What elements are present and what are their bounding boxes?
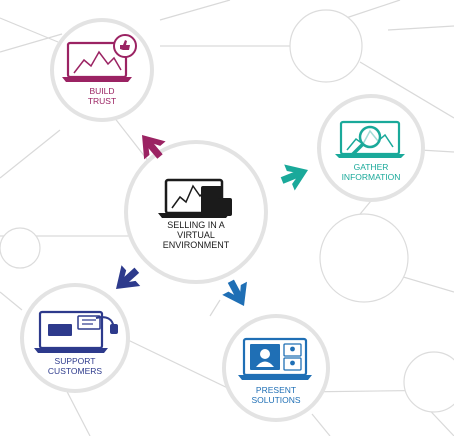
laptop-chat-headset-icon bbox=[34, 310, 118, 353]
gather-information-label: GATHER INFORMATION bbox=[321, 162, 421, 182]
arrow-to-build-trust bbox=[142, 135, 166, 160]
build-trust-label: BUILD TRUST bbox=[62, 86, 142, 106]
center-label-line-2: VIRTUAL bbox=[177, 230, 215, 240]
gather-information-line-2: INFORMATION bbox=[341, 172, 401, 182]
support-customers-line-1: SUPPORT bbox=[54, 356, 96, 366]
laptop-tablet-icon bbox=[158, 178, 232, 218]
decorative-circles bbox=[0, 9, 454, 413]
arrow-to-support-customers bbox=[116, 265, 141, 289]
build-trust-line-2: TRUST bbox=[87, 96, 117, 106]
arrow-to-gather-information bbox=[280, 164, 308, 191]
build-trust-line-1: BUILD bbox=[89, 86, 115, 96]
laptop-chart-thumbs-up-icon bbox=[62, 34, 137, 82]
support-customers-label: SUPPORT CUSTOMERS bbox=[25, 356, 125, 376]
arrow-to-present-solutions bbox=[222, 279, 247, 306]
present-solutions-line-2: SOLUTIONS bbox=[251, 395, 301, 405]
present-solutions-label: PRESENT SOLUTIONS bbox=[226, 385, 326, 405]
center-label: SELLING IN A VIRTUAL ENVIRONMENT bbox=[146, 220, 246, 250]
laptop-magnifier-icon bbox=[335, 120, 405, 158]
laptop-video-call-icon bbox=[238, 337, 312, 380]
support-customers-line-2: CUSTOMERS bbox=[47, 366, 103, 376]
center-label-line-1: SELLING IN A bbox=[167, 220, 225, 230]
gather-information-line-1: GATHER bbox=[353, 162, 389, 172]
center-label-line-3: ENVIRONMENT bbox=[162, 240, 230, 250]
present-solutions-line-1: PRESENT bbox=[255, 385, 297, 395]
